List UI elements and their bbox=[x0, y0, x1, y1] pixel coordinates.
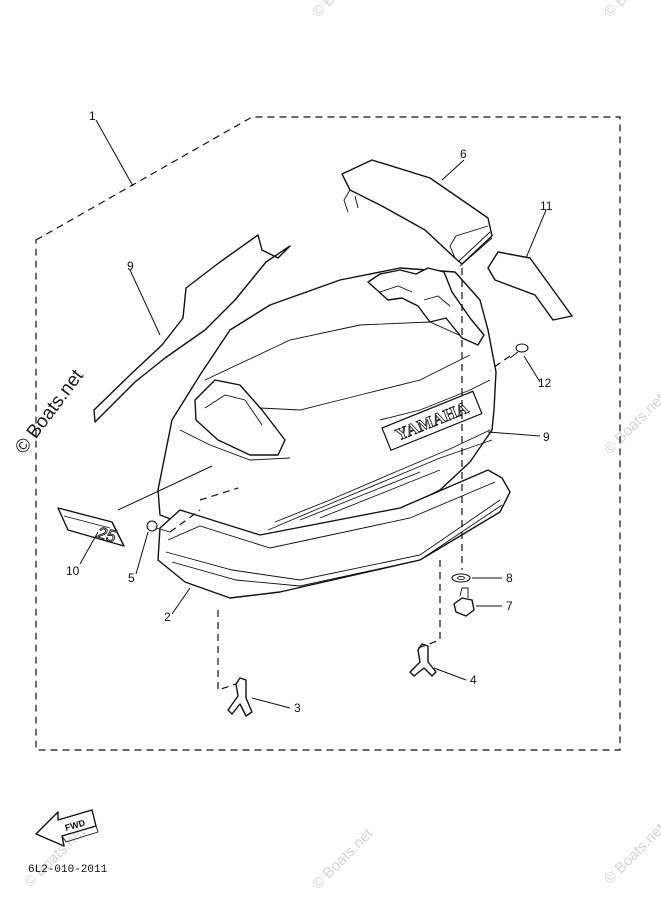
watermark-faint: © Boats.net bbox=[601, 820, 661, 888]
watermark-main: © Boats.net bbox=[11, 365, 88, 458]
watermark-faint: © Boats.net bbox=[601, 390, 661, 458]
callout-12: 12 bbox=[538, 376, 552, 390]
callout-10: 10 bbox=[66, 564, 80, 578]
fwd-arrow: FWD bbox=[35, 809, 99, 847]
callout-7: 7 bbox=[506, 599, 513, 613]
part-9-decal-left bbox=[93, 234, 291, 423]
watermark-faint: © Boats.net bbox=[601, 0, 661, 21]
part-2-seal bbox=[157, 469, 511, 599]
watermark-faint: © Boats.net bbox=[309, 825, 377, 893]
callout-4: 4 bbox=[470, 673, 477, 687]
part-5-screw bbox=[146, 520, 171, 533]
reference-lines bbox=[169, 268, 511, 691]
part-11-decal bbox=[487, 251, 573, 321]
part-10-emblem: 25 bbox=[57, 507, 125, 547]
callout-2: 2 bbox=[164, 610, 171, 624]
top-cowling: YAMAHA bbox=[157, 267, 497, 541]
part-7-nut bbox=[453, 587, 475, 617]
callout-8: 8 bbox=[506, 571, 513, 585]
callout-1: 1 bbox=[89, 109, 96, 123]
callout-9-left: 9 bbox=[127, 259, 134, 273]
part-4-hook bbox=[409, 643, 437, 677]
callout-6: 6 bbox=[460, 147, 467, 161]
part-3-hook bbox=[227, 677, 253, 717]
diagram-code: 6L2-010-2011 bbox=[28, 864, 108, 876]
part-12-bolt bbox=[509, 343, 529, 359]
callout-11: 11 bbox=[540, 199, 553, 213]
callout-5: 5 bbox=[128, 571, 135, 585]
part-8-washer bbox=[451, 573, 471, 583]
leader-lines bbox=[79, 119, 547, 709]
watermark-faint: © Boats.net bbox=[309, 0, 377, 21]
part-6-cover bbox=[341, 159, 493, 267]
callout-3: 3 bbox=[294, 701, 301, 715]
assembly-outline bbox=[35, 116, 621, 751]
callouts: 1 6 11 9 12 9 10 5 8 7 2 4 3 bbox=[66, 109, 553, 715]
callout-9-right: 9 bbox=[543, 430, 550, 444]
